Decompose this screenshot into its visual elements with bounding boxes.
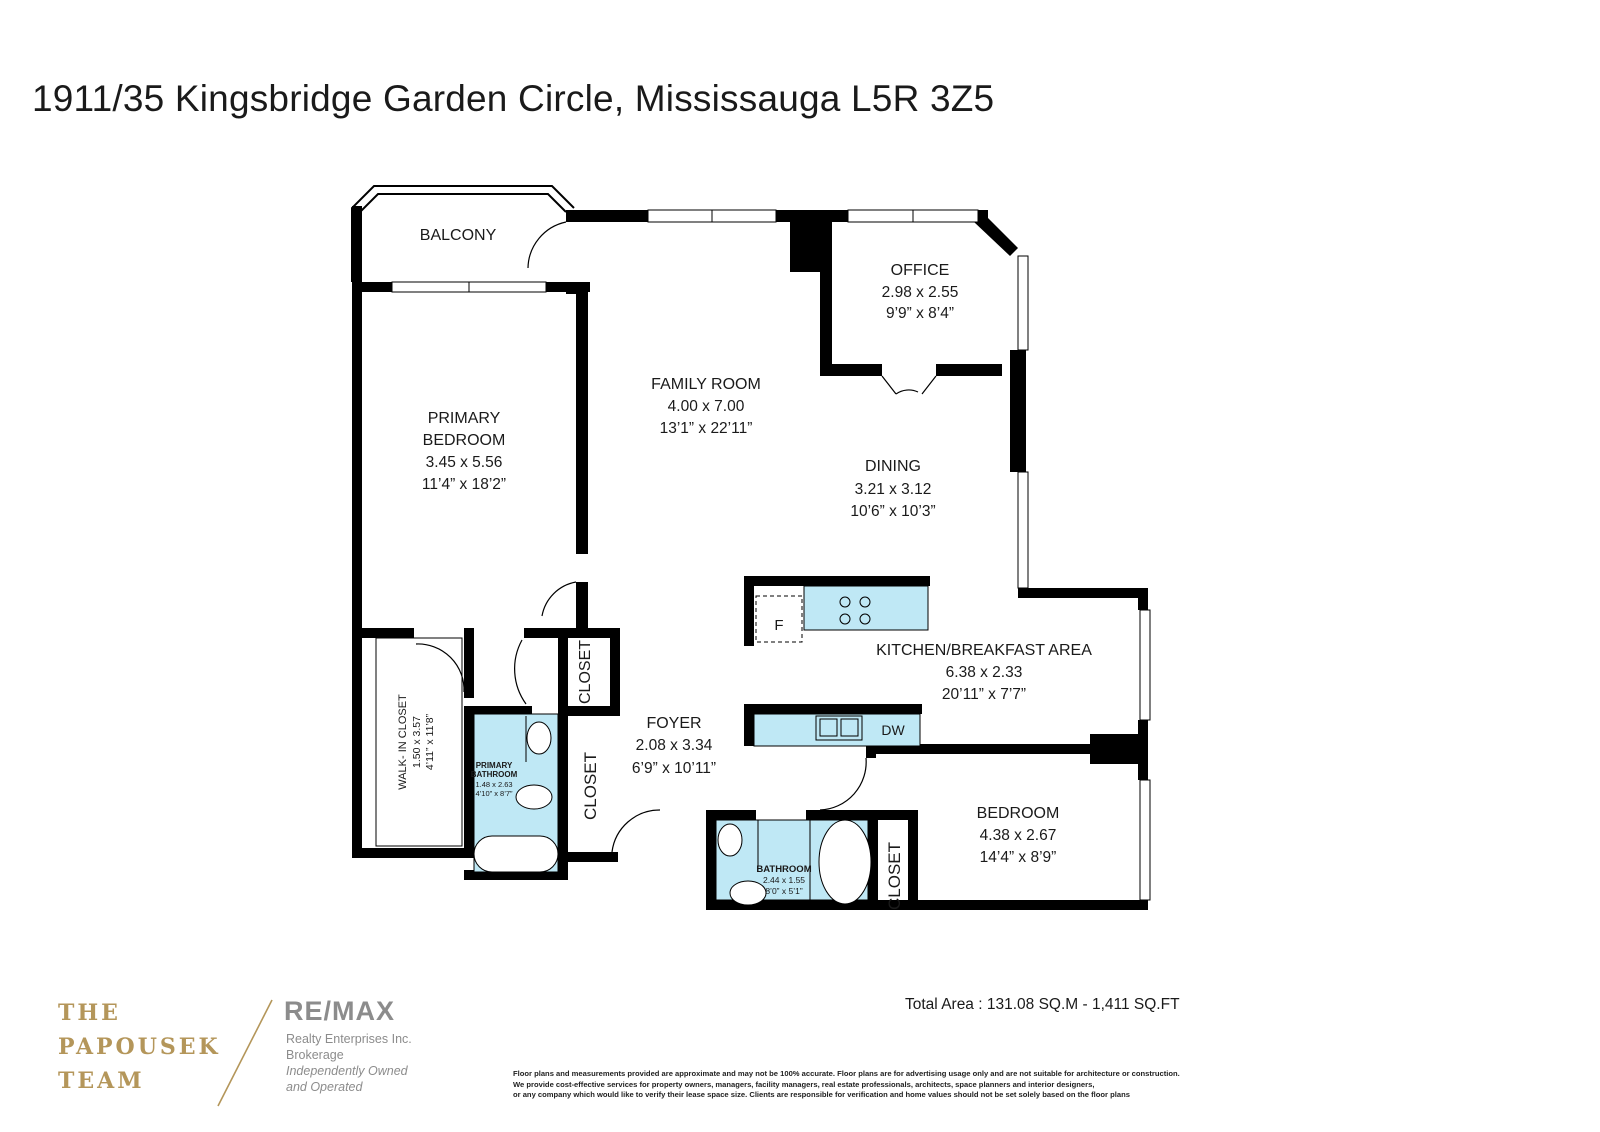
disclaimer: Floor plans and measurements provided ar… bbox=[513, 1069, 1180, 1101]
remax-subtext-line: Brokerage bbox=[286, 1048, 344, 1062]
logo-divider bbox=[217, 999, 273, 1107]
office-imperial: 9’9” x 8’4” bbox=[886, 305, 954, 322]
dining-metric: 3.21 x 3.12 bbox=[855, 481, 932, 498]
dishwasher-label: DW bbox=[881, 722, 905, 738]
walk-in-closet-metric: 1.50 x 3.57 bbox=[411, 716, 423, 768]
primary-bedroom-label-2: BEDROOM bbox=[423, 432, 506, 449]
walk-in-closet-label: WALK- IN CLOSET bbox=[397, 694, 409, 790]
foyer-metric: 2.08 x 3.34 bbox=[636, 737, 713, 754]
dining-imperial: 10’6” x 10’3” bbox=[850, 503, 935, 520]
team-logo-line: THE bbox=[58, 1000, 121, 1026]
disclaimer-line: or any company which would like to verif… bbox=[513, 1090, 1130, 1099]
primary-bathroom-imperial: 4’10” x 8’7” bbox=[475, 789, 513, 798]
fixtures bbox=[473, 585, 929, 906]
primary-bedroom-imperial: 11’4” x 18’2” bbox=[422, 476, 506, 493]
team-logo-line: TEAM bbox=[58, 1068, 145, 1094]
page-title: 1911/35 Kingsbridge Garden Circle, Missi… bbox=[32, 78, 995, 119]
kitchen-metric: 6.38 x 2.33 bbox=[946, 664, 1023, 681]
team-logo: THE PAPOUSEK TEAM bbox=[58, 996, 221, 1098]
walk-in-closet-imperial: 4’11” x 11’8” bbox=[424, 713, 436, 770]
closet-upper-label: CLOSET bbox=[577, 640, 594, 704]
bedroom-imperial: 14’4” x 8’9” bbox=[980, 849, 1057, 866]
remax-subtext: Realty Enterprises Inc. Brokerage Indepe… bbox=[286, 1031, 412, 1095]
bathroom-imperial: 8’0” x 5’1” bbox=[765, 886, 802, 896]
foyer-label: FOYER bbox=[646, 715, 701, 732]
bedroom-label: BEDROOM bbox=[977, 805, 1060, 822]
fridge-label: F bbox=[774, 617, 783, 634]
bathroom-label: BATHROOM bbox=[756, 864, 811, 875]
closet-bedroom-label: CLOSET bbox=[885, 842, 904, 910]
primary-bathroom-label-1: PRIMARY bbox=[476, 761, 513, 770]
windows bbox=[375, 209, 1151, 901]
remax-subtext-line: Independently Owned bbox=[286, 1064, 408, 1078]
primary-bedroom-metric: 3.45 x 5.56 bbox=[426, 454, 503, 471]
bedroom-metric: 4.38 x 2.67 bbox=[980, 827, 1057, 844]
doors bbox=[415, 221, 937, 853]
remax-subtext-line: and Operated bbox=[286, 1080, 363, 1094]
primary-bathroom-label-2: BATHROOM bbox=[471, 770, 518, 779]
remax-logo: RE/MAX bbox=[284, 996, 396, 1026]
disclaimer-line: Floor plans and measurements provided ar… bbox=[513, 1069, 1180, 1078]
primary-bathroom-metric: 1.48 x 2.63 bbox=[475, 780, 512, 789]
office-label: OFFICE bbox=[891, 262, 950, 279]
room-labels: BALCONY OFFICE 2.98 x 2.55 9’9” x 8’4” F… bbox=[397, 227, 1092, 910]
disclaimer-line: We provide cost-effective services for p… bbox=[513, 1079, 1095, 1089]
closet-lower-label: CLOSET bbox=[581, 752, 600, 820]
office-metric: 2.98 x 2.55 bbox=[882, 284, 959, 301]
team-logo-line: PAPOUSEK bbox=[58, 1034, 221, 1060]
kitchen-label: KITCHEN/BREAKFAST AREA bbox=[876, 642, 1092, 659]
total-area: Total Area : 131.08 SQ.M - 1,411 SQ.FT bbox=[905, 996, 1180, 1013]
family-room-label: FAMILY ROOM bbox=[651, 376, 761, 393]
family-room-imperial: 13’1” x 22’11” bbox=[660, 420, 753, 437]
bathroom-metric: 2.44 x 1.55 bbox=[763, 875, 805, 885]
dining-label: DINING bbox=[865, 458, 921, 475]
kitchen-imperial: 20’11” x 7’7” bbox=[942, 686, 1026, 703]
walls bbox=[352, 206, 1148, 910]
primary-bedroom-label-1: PRIMARY bbox=[428, 410, 501, 427]
foyer-imperial: 6’9” x 10’11” bbox=[632, 760, 716, 777]
remax-subtext-line: Realty Enterprises Inc. bbox=[286, 1032, 412, 1046]
balcony-label: BALCONY bbox=[420, 227, 497, 244]
family-room-metric: 4.00 x 7.00 bbox=[668, 398, 745, 415]
